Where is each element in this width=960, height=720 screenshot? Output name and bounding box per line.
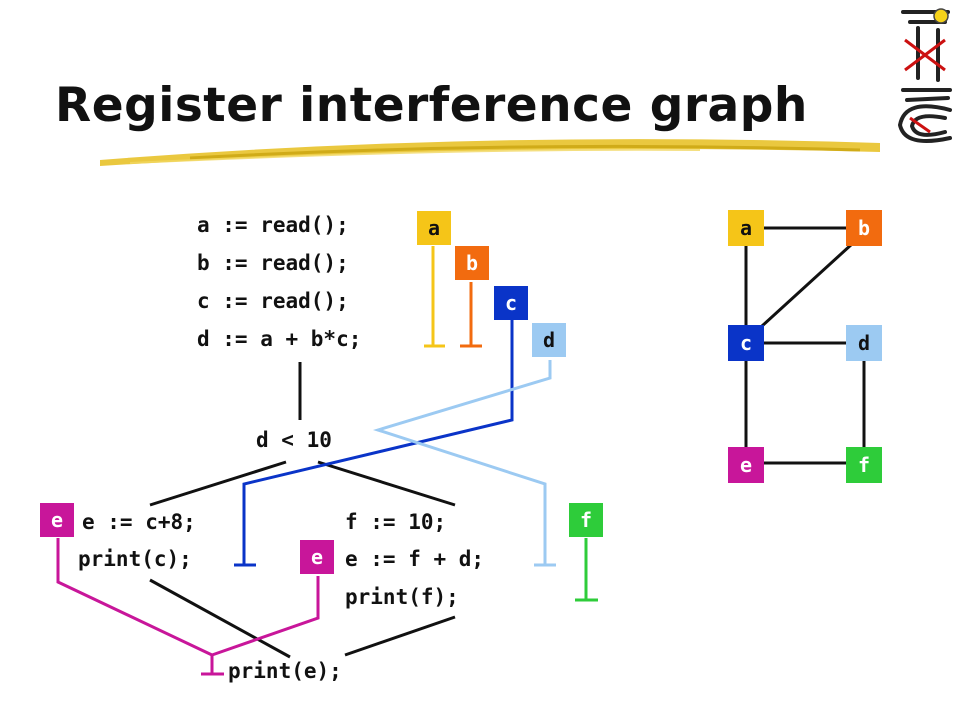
code-line-d: d := a + b*c; xyxy=(197,327,362,351)
live-range-a xyxy=(424,246,445,348)
code-line-print-c: print(c); xyxy=(78,547,192,571)
flow-edge-cond-to-left xyxy=(149,460,287,507)
flow-edge-right-to-join xyxy=(344,615,456,657)
graph-node-e-label: e xyxy=(739,453,753,477)
variable-e-badge-left: e xyxy=(40,503,74,537)
live-range-b xyxy=(460,282,482,348)
variable-b-label: b xyxy=(465,251,479,275)
graph-node-d: d xyxy=(846,325,882,361)
live-range-f xyxy=(575,538,598,602)
variable-f-label: f xyxy=(579,508,593,532)
live-range-e-right xyxy=(211,576,320,657)
variable-e-label-right: e xyxy=(310,545,324,569)
variable-a-badge: a xyxy=(417,211,451,245)
live-range-c xyxy=(242,320,514,565)
variable-e-badge-right: e xyxy=(300,540,334,574)
code-line-print-e: print(e); xyxy=(228,659,342,683)
graph-edge-b-c xyxy=(760,242,854,328)
graph-node-b: b xyxy=(846,210,882,246)
variable-d-badge: d xyxy=(532,323,566,357)
code-line-e-assign: e := c+8; xyxy=(82,510,196,534)
graph-node-c-label: c xyxy=(739,331,753,355)
live-range-d xyxy=(372,360,552,565)
graph-node-f-label: f xyxy=(857,453,871,477)
svg-text:IAIC: IAIC xyxy=(930,155,942,162)
variable-c-badge: c xyxy=(494,286,528,320)
code-line-f-assign: f := 10; xyxy=(345,510,447,534)
code-line-b: b := read(); xyxy=(197,251,349,275)
condition-text: d < 10 xyxy=(256,428,332,452)
graph-node-e: e xyxy=(728,447,764,483)
slide-title: Register interference graph xyxy=(55,78,808,133)
variable-b-badge: b xyxy=(455,246,489,280)
variable-c-label: c xyxy=(504,291,518,315)
variable-a-label: a xyxy=(427,216,441,240)
variable-f-badge: f xyxy=(569,503,603,537)
graph-node-a: a xyxy=(728,210,764,246)
graph-node-c: c xyxy=(728,325,764,361)
graph-node-f: f xyxy=(846,447,882,483)
variable-d-label: d xyxy=(542,328,556,352)
code-line-e-sum: e := f + d; xyxy=(345,547,485,571)
code-line-a: a := read(); xyxy=(197,213,349,237)
live-range-e-left xyxy=(56,538,214,674)
flow-edge-left-to-join xyxy=(149,578,291,659)
graph-node-d-label: d xyxy=(857,331,871,355)
variable-e-label-left: e xyxy=(50,508,64,532)
code-line-print-f: print(f); xyxy=(345,585,459,609)
graph-node-a-label: a xyxy=(739,216,753,240)
code-line-c: c := read(); xyxy=(197,289,349,313)
flow-edge-cond-to-right xyxy=(317,460,456,507)
graph-node-b-label: b xyxy=(857,216,871,240)
